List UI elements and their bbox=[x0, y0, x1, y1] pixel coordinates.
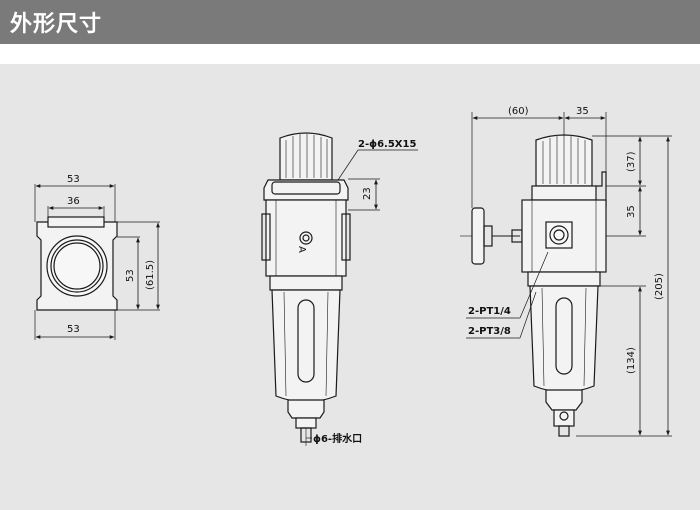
dim-top-width: 53 bbox=[67, 174, 80, 185]
dim-bracket: 23 bbox=[362, 187, 373, 200]
mount-hole-label: 2-ϕ6.5X15 bbox=[358, 139, 416, 150]
front-view bbox=[261, 132, 418, 446]
port-label-inout: 2-PT1/4 bbox=[468, 306, 511, 317]
dim-inner-width: 36 bbox=[67, 196, 80, 207]
dim-body-half: 35 bbox=[576, 106, 589, 117]
dim-knob-height: (37) bbox=[626, 151, 637, 172]
dim-gauge-offset: (60) bbox=[508, 106, 529, 117]
page-title: 外形尺寸 bbox=[10, 12, 103, 37]
drain-label: ϕ6-排水口 bbox=[313, 432, 362, 445]
dim-mid-height: 35 bbox=[626, 205, 637, 218]
dim-height-total: (61.5) bbox=[145, 260, 156, 290]
dim-bowl-height: (134) bbox=[626, 347, 637, 374]
dim-height: 53 bbox=[125, 269, 136, 282]
header-bar: 外形尺寸 bbox=[0, 0, 700, 44]
side-view bbox=[460, 112, 672, 437]
top-view bbox=[34, 184, 160, 340]
dim-bottom-width: 53 bbox=[67, 324, 80, 335]
flow-direction-mark: A bbox=[296, 246, 307, 253]
port-label-alt: 2-PT3/8 bbox=[468, 326, 511, 337]
dim-total-height: (205) bbox=[654, 273, 665, 300]
header-divider bbox=[0, 44, 700, 64]
